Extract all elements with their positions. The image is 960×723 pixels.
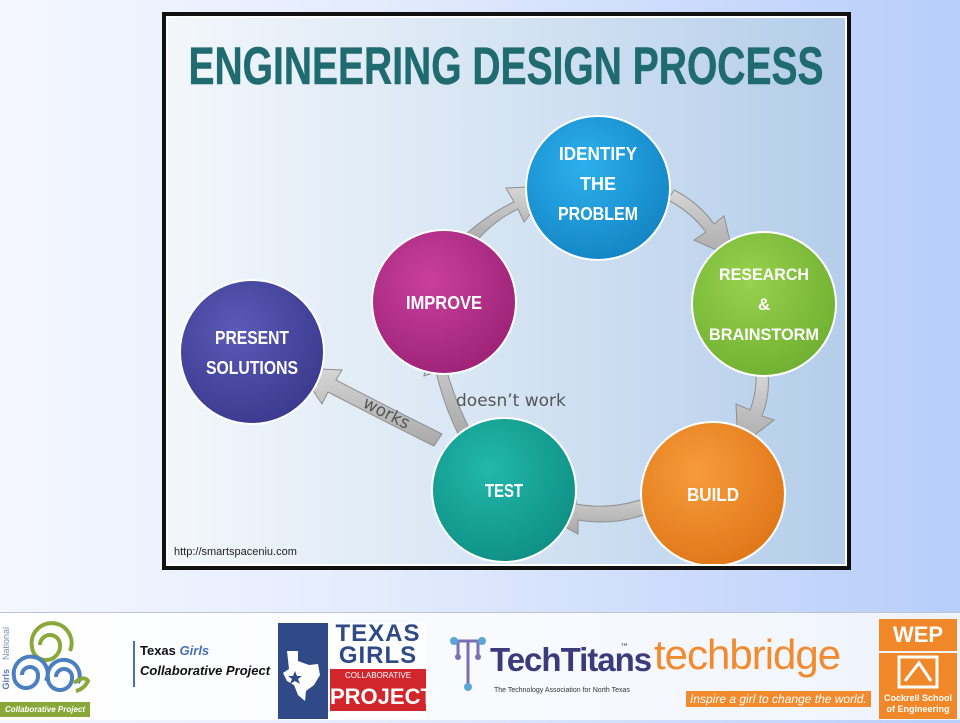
node-build: BUILD — [640, 421, 786, 564]
texas-girls-logo: TEXAS GIRLS COLLABORATIVE PROJECT — [278, 620, 434, 719]
diagram-panel: ENGINEERING DESIGN PROCESS IDENTIFY THE … — [166, 16, 847, 566]
node-identify-the-problem: IDENTIFY THE PROBLEM — [525, 115, 671, 261]
cockrell-line-1: Cockrell School — [883, 693, 953, 703]
node-present-label-1: PRESENT — [215, 328, 289, 348]
techtitans-tm: ™ — [620, 643, 629, 653]
texas-girls-wordmark: TEXAS GIRLS COLLABORATIVE PROJECT — [330, 620, 434, 719]
tgcp-girls: Girls — [179, 643, 210, 658]
node-test: TEST — [431, 417, 577, 563]
diagram-frame: ENGINEERING DESIGN PROCESS IDENTIFY THE … — [162, 12, 851, 570]
cockrell-panel: Cockrell School of Engineering — [879, 653, 957, 719]
techtitans-logo: TechTitans ™ The Technology Association … — [448, 631, 652, 711]
collaborative-word: COLLABORATIVE — [330, 669, 426, 683]
wep-title: WEP — [879, 619, 957, 651]
edge-label-doesnt-work: doesn’t work — [456, 391, 566, 411]
node-improve-label: IMPROVE — [406, 293, 482, 313]
wep-logo: WEP Cockrell School of Engineering — [879, 619, 957, 719]
girls-word: GIRLS — [338, 642, 418, 669]
cockrell-line-2: of Engineering — [886, 704, 950, 714]
tgcp-line-1: Texas Girls — [140, 641, 270, 661]
node-research-label-3: BRAINSTORM — [709, 325, 819, 344]
logo-bar: National Girls Collaborative Project Tex… — [0, 613, 960, 720]
node-present-label-2: SOLUTIONS — [206, 358, 298, 378]
spiral-icon — [11, 621, 91, 693]
techbridge-logo: techbridge Inspire a girl to change the … — [652, 631, 872, 711]
tgcp-line-2: Collaborative Project — [140, 663, 271, 678]
project-word: PROJECT — [330, 683, 434, 711]
techtitans-tagline: The Technology Association for North Tex… — [494, 687, 630, 694]
process-diagram: ENGINEERING DESIGN PROCESS IDENTIFY THE … — [179, 37, 837, 564]
circuit-icon — [450, 637, 486, 691]
ngcp-logo: National Girls Collaborative Project — [0, 617, 91, 717]
edge-label-works: works — [359, 393, 413, 434]
diagram-title: ENGINEERING DESIGN PROCESS — [189, 37, 824, 96]
node-identify-circle — [525, 115, 671, 261]
node-identify-label-3: PROBLEM — [558, 204, 638, 224]
node-build-circle — [640, 421, 786, 564]
tgcp-texas: Texas — [140, 643, 176, 658]
techbridge-name: techbridge — [654, 631, 841, 678]
node-identify-label-1: IDENTIFY — [559, 144, 637, 164]
node-test-circle — [431, 417, 577, 563]
ngcp-side-text: National — [1, 627, 11, 661]
node-research-circle — [691, 231, 837, 377]
logo-divider — [0, 612, 960, 613]
node-research-label-1: RESEARCH — [719, 265, 809, 284]
node-present-circle — [179, 279, 325, 425]
ngcp-bottom-text: Collaborative Project — [0, 702, 90, 717]
node-research-brainstorm: RESEARCH & BRAINSTORM — [691, 231, 837, 377]
texas-state-panel — [278, 623, 328, 719]
techbridge-tagline: Inspire a girl to change the world. — [686, 691, 871, 707]
node-identify-label-2: THE — [580, 174, 616, 194]
node-present-solutions: PRESENT SOLUTIONS — [179, 279, 325, 425]
cockrell-emblem-icon — [897, 655, 939, 689]
texas-word: TEXAS — [335, 620, 421, 647]
node-build-label: BUILD — [687, 485, 739, 505]
techtitans-name: TechTitans — [490, 641, 652, 678]
texas-map-icon — [283, 651, 320, 701]
node-improve: IMPROVE — [371, 229, 517, 375]
ngcp-girls-text: Girls — [1, 669, 11, 690]
node-test-label: TEST — [485, 481, 523, 501]
tgcp-logo: Texas Girls Collaborative Project — [133, 641, 270, 687]
arrow-identify-to-research — [667, 189, 735, 259]
node-improve-circle — [371, 229, 517, 375]
source-url: http://smartspaceniu.com — [174, 546, 297, 558]
node-research-label-2: & — [758, 295, 770, 314]
